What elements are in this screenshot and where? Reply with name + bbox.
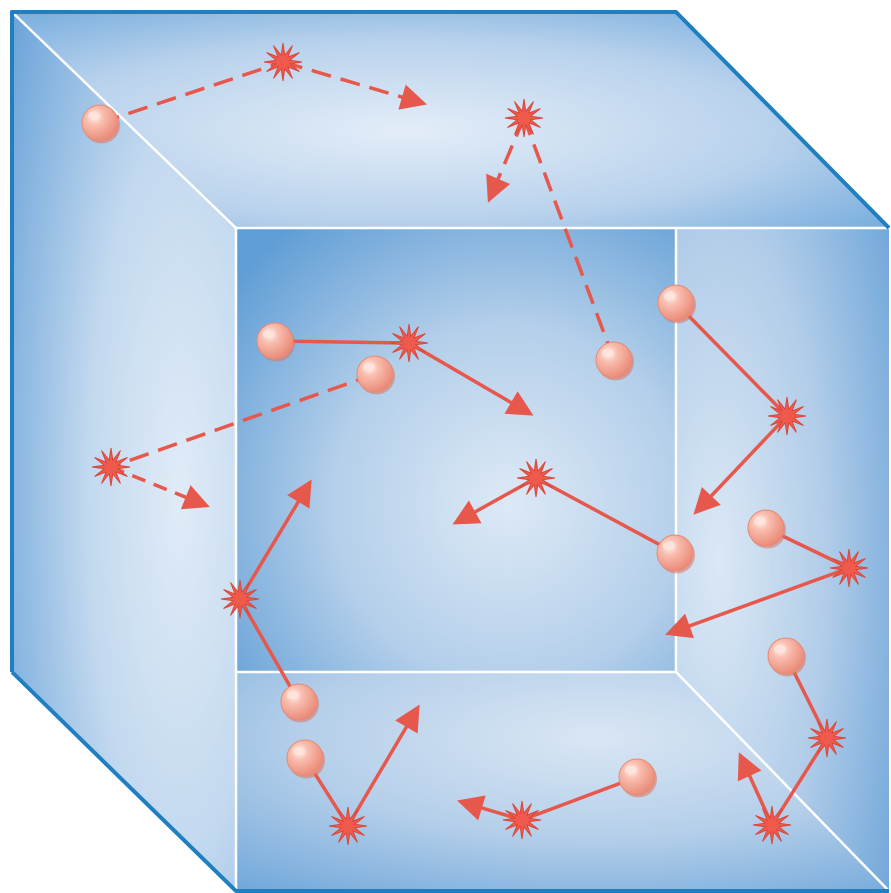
collision-star-icon [91,447,131,487]
path-arrow [486,117,526,203]
gas-particle [747,509,786,549]
gas-particle [595,341,634,381]
path-segment [674,301,789,418]
path-segment [274,339,410,345]
path-segment [522,117,616,361]
particles [81,104,806,798]
collision-star-icon [807,718,847,758]
back-wall [236,228,676,672]
path-segment [238,598,301,703]
path-segment [110,372,376,469]
gas-particle [81,104,120,144]
collision-star-icon [829,548,869,588]
gas-particle [280,683,319,723]
gas-particle [656,534,695,574]
collision-star-icon [389,323,429,363]
gas-particle [256,322,295,362]
left-wall [12,12,236,891]
gas-particle [356,355,395,395]
gas-particle [618,758,657,798]
path-arrow [408,341,534,416]
path-arrow [110,465,210,510]
collision-star-icon [502,800,542,840]
collision-star-icon [767,396,807,436]
path-segment [535,476,676,555]
inner-edges [11,11,890,892]
collision-stars [91,42,869,846]
box-outline [10,10,891,893]
collision-star-icon [504,98,544,138]
collision-star-icon [752,805,792,845]
gas-particle [286,739,325,779]
gas-particle [657,284,696,324]
path-arrow [282,60,427,110]
path-arrow [238,479,312,600]
gas-particle [767,637,806,677]
collision-star-icon [263,42,303,82]
collision-star-icon [516,458,556,498]
particle-paths [99,60,850,827]
collision-star-icon [220,579,260,619]
path-segment [99,60,284,125]
path-arrow [346,704,420,827]
path-segment [521,775,638,822]
path-arrow [457,795,523,822]
path-arrow [693,414,789,515]
collision-star-icon [328,806,368,846]
path-arrow [665,566,850,639]
top-wall [12,12,889,228]
